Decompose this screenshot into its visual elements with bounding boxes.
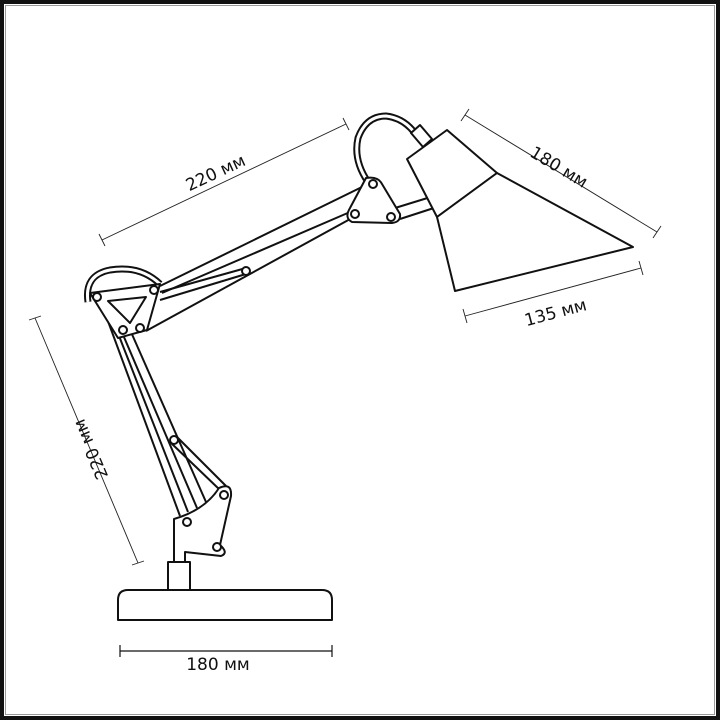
- dimension-upper-arm: 220 мм: [98, 117, 350, 247]
- lamp-base: [117, 561, 333, 621]
- dimension-base-width: 180 мм: [119, 645, 333, 675]
- shade-opening: 135 мм: [522, 295, 589, 331]
- lower-arm: [101, 304, 227, 517]
- lower-arm-length: 220 мм: [70, 416, 113, 482]
- upper-arm: [145, 185, 365, 332]
- base-width: 180 мм: [186, 655, 250, 675]
- lamp-shade: [406, 124, 634, 292]
- base-bracket: [173, 485, 233, 563]
- inner-border: [5, 5, 715, 715]
- head-joint: [346, 112, 438, 224]
- upper-arm-length: 220 мм: [183, 151, 249, 196]
- shade-length: 180 мм: [526, 143, 591, 193]
- elbow-joint: [83, 265, 163, 339]
